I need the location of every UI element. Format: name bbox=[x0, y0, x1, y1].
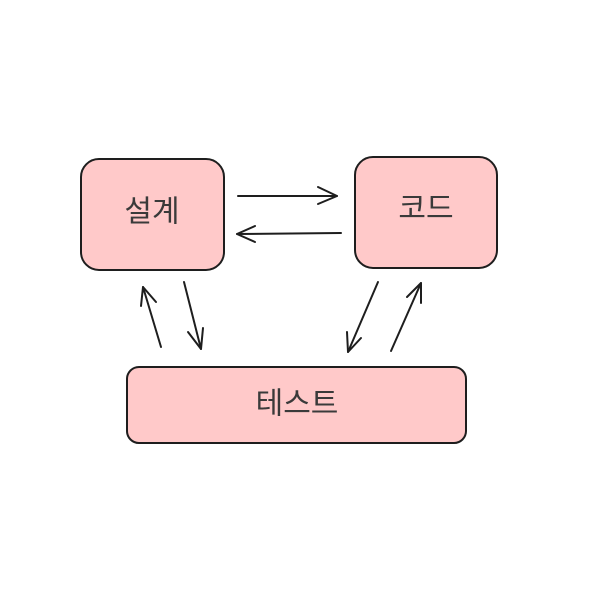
arrow-code-to-test bbox=[346, 281, 379, 353]
node-code-label: 코드 bbox=[398, 192, 453, 227]
arrow-test-to-design bbox=[140, 286, 162, 348]
node-design-label: 설계 bbox=[124, 195, 179, 230]
node-design-box bbox=[80, 158, 225, 271]
node-design: 설계 bbox=[80, 158, 225, 271]
node-code-box bbox=[354, 156, 498, 269]
arrow-design-to-test bbox=[183, 281, 204, 350]
arrow-test-to-code bbox=[390, 282, 422, 352]
arrow-design-to-code bbox=[237, 186, 338, 205]
node-test: 테스트 bbox=[126, 366, 467, 444]
arrow-code-to-design bbox=[236, 225, 342, 243]
node-code: 코드 bbox=[354, 156, 498, 269]
node-test-box bbox=[126, 366, 467, 444]
node-test-label: 테스트 bbox=[256, 387, 339, 422]
